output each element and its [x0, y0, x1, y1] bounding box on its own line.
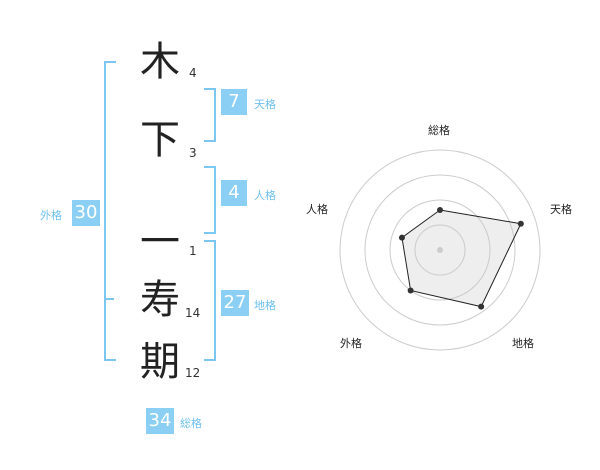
- gaikaku-badge: 30: [72, 200, 100, 226]
- radar-ring-3: [364, 174, 516, 326]
- chikaku-badge: 27: [221, 290, 249, 316]
- radar-point-4: [398, 234, 405, 241]
- jinkaku-bracket: [204, 166, 216, 234]
- radar-axis-label-jinkaku: 人格: [306, 203, 328, 216]
- tenkaku-bracket: [204, 88, 216, 142]
- name-char-5: 期: [140, 339, 180, 385]
- radar-point-0: [437, 207, 443, 213]
- radar-ring-4: [339, 149, 541, 351]
- stroke-count-2: 3: [189, 146, 197, 160]
- name-char-4: 寿: [140, 277, 180, 323]
- radar-ring-1: [414, 224, 466, 276]
- radar-axis-label-tenkaku: 天格: [550, 203, 572, 216]
- tenkaku-badge: 7: [221, 89, 247, 115]
- radar-axis-label-soukaku: 総格: [428, 124, 450, 137]
- chikaku-label: 地格: [254, 299, 276, 312]
- radar-axis-label-chikaku: 地格: [512, 337, 534, 350]
- radar-area: [401, 209, 522, 308]
- radar-point-2: [478, 303, 485, 310]
- radar-point-3: [407, 287, 414, 294]
- jinkaku-badge: 4: [221, 180, 247, 206]
- stroke-count-4: 14: [185, 306, 201, 320]
- soukaku-badge: 34: [146, 408, 174, 434]
- stroke-count-1: 4: [189, 66, 197, 80]
- name-char-2: 下: [140, 117, 180, 163]
- radar-ring-2: [389, 199, 491, 301]
- tenkaku-label: 天格: [254, 98, 276, 111]
- gaikaku-bracket-mid: [104, 298, 114, 300]
- chikaku-bracket: [204, 240, 216, 361]
- soukaku-label: 総格: [180, 417, 202, 430]
- jinkaku-label: 人格: [254, 189, 276, 202]
- gaikaku-bracket: [104, 61, 116, 361]
- name-char-3: 一: [140, 219, 180, 265]
- radar-center: [437, 247, 443, 253]
- stroke-count-5: 12: [185, 366, 201, 380]
- stroke-count-3: 1: [189, 244, 197, 258]
- name-char-1: 木: [140, 39, 180, 85]
- gaikaku-label: 外格: [40, 209, 62, 222]
- radar-axis-label-gaikaku: 外格: [340, 337, 362, 350]
- radar-point-1: [517, 220, 524, 227]
